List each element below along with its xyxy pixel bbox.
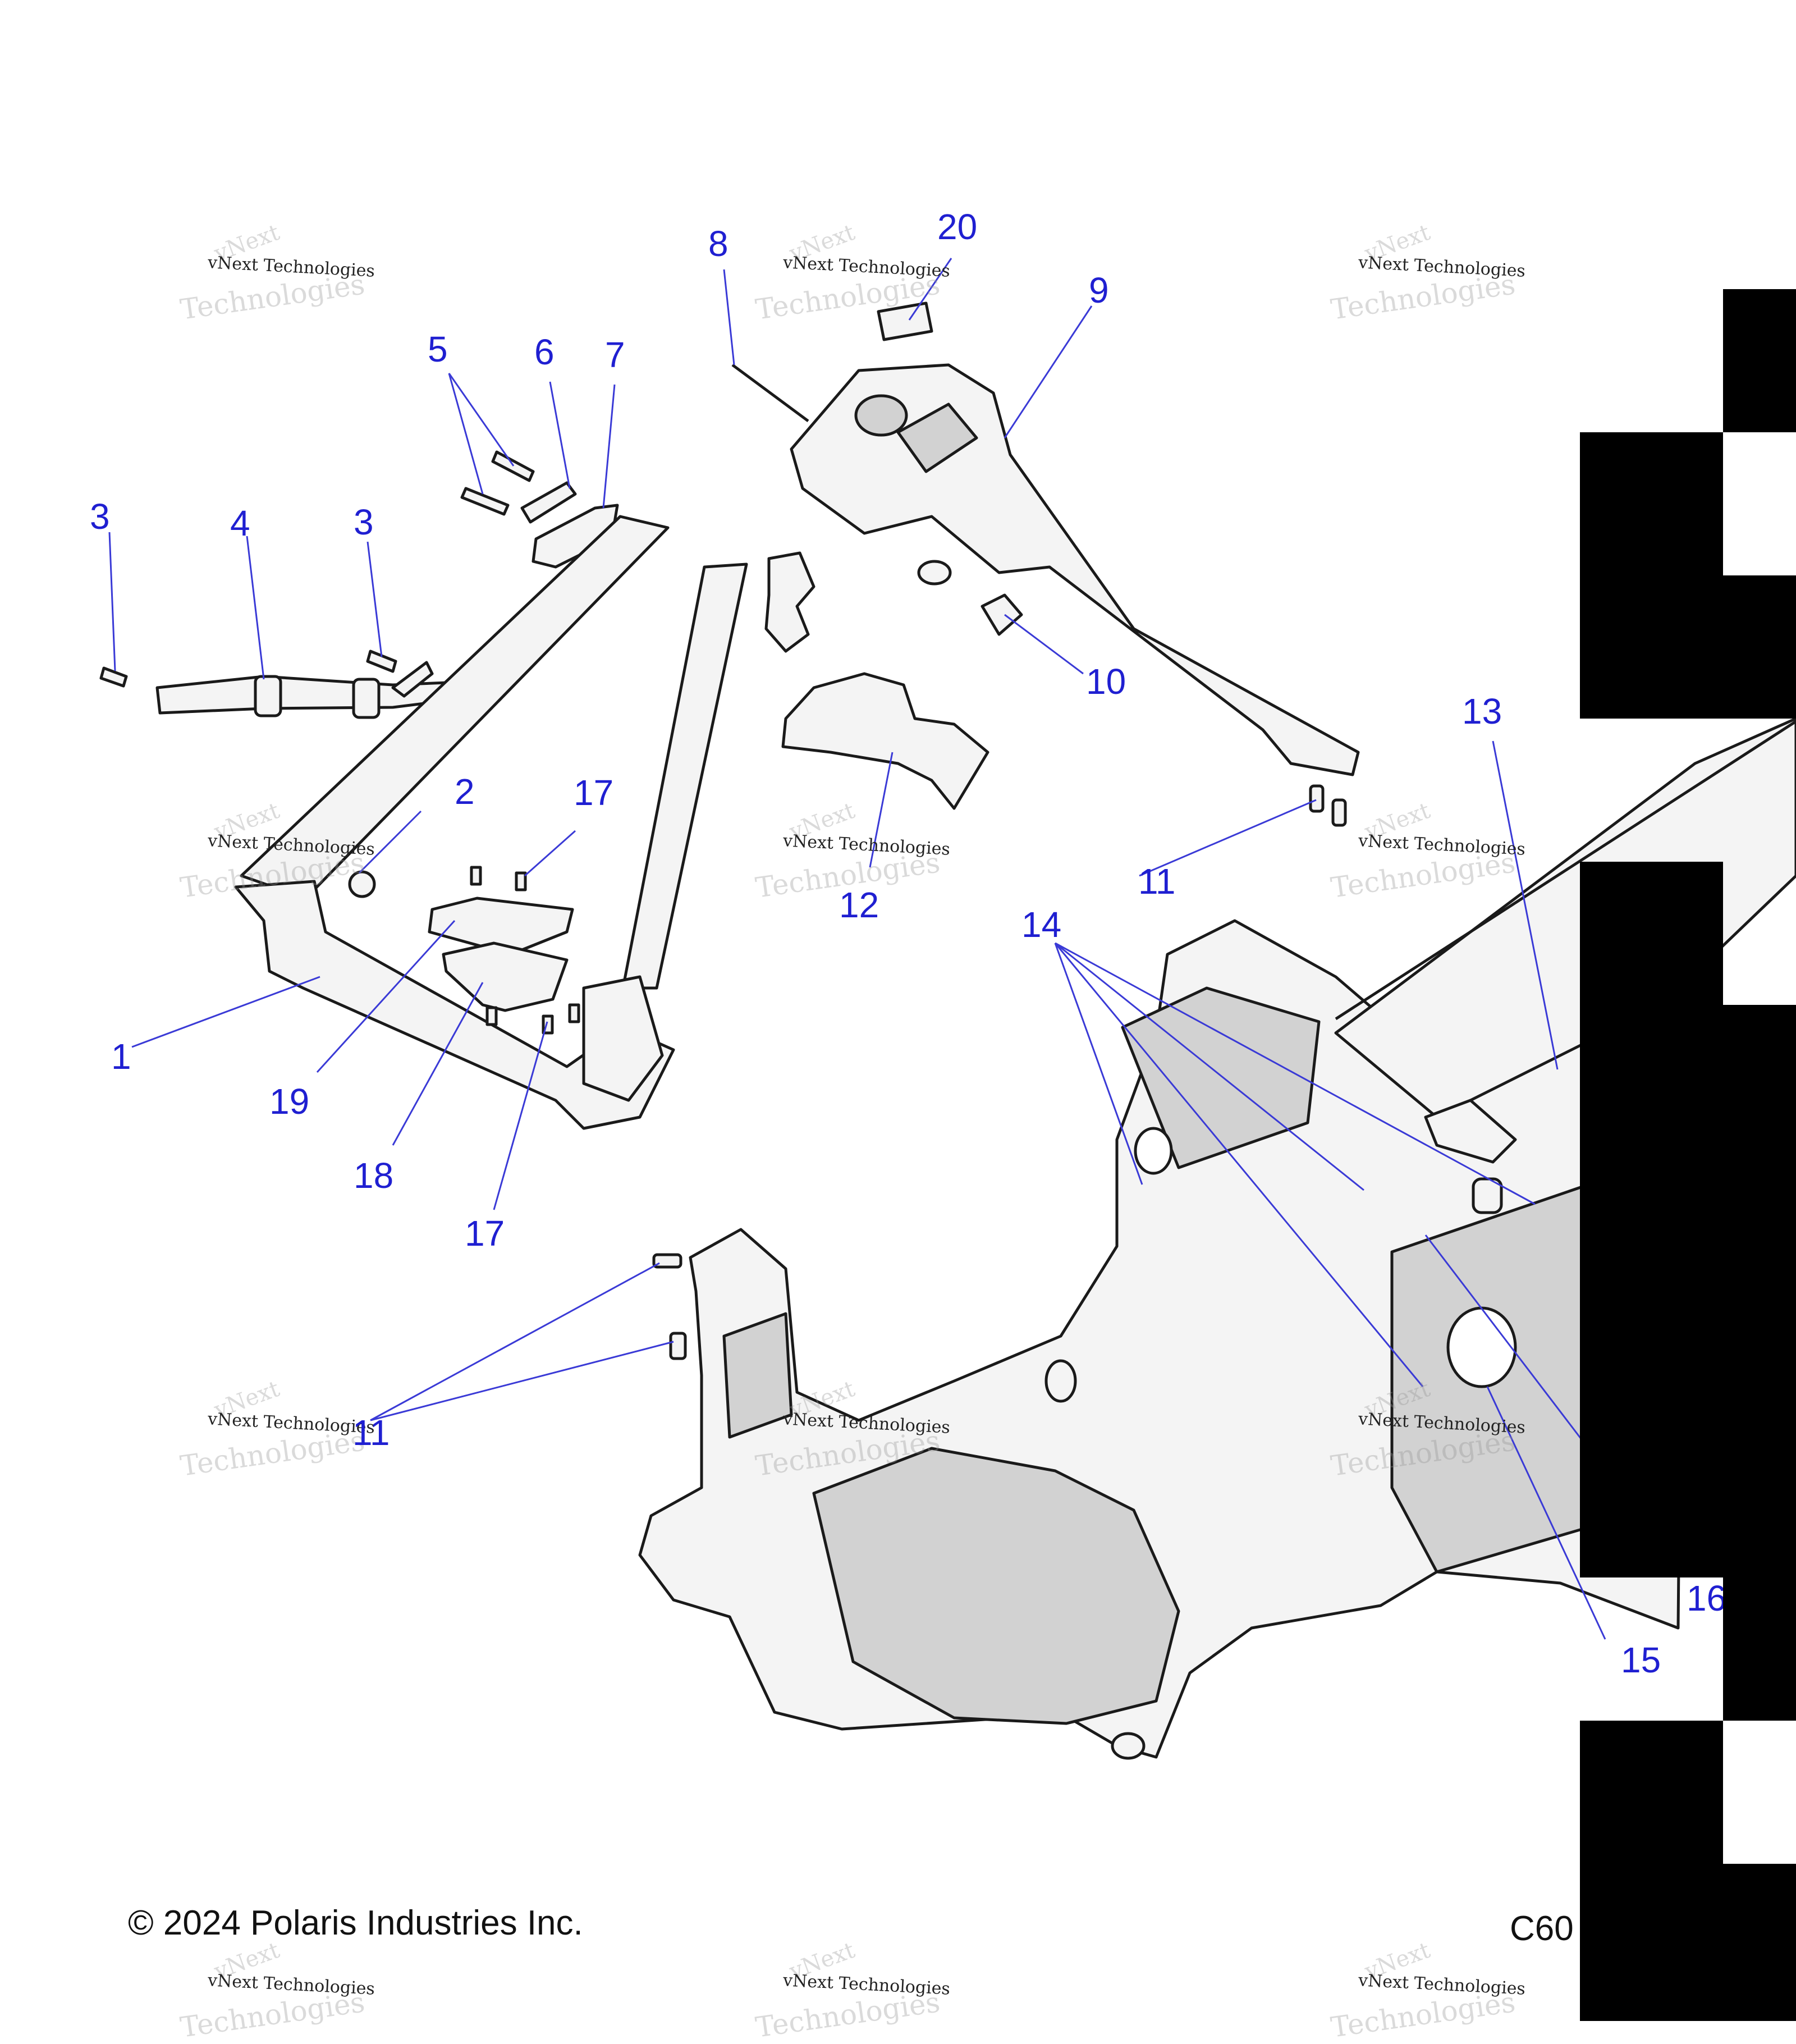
part-18-mount — [442, 941, 569, 1012]
part-4-sway-bar — [155, 661, 462, 719]
redaction-block — [1580, 432, 1723, 575]
callout-13: 13 — [1462, 691, 1502, 731]
part-13-rail — [1335, 720, 1796, 1021]
part-1-front-frame — [234, 515, 748, 1130]
watermark-9: vNext vNext Technologies Technologies — [1329, 1376, 1566, 1483]
redaction-block — [1580, 575, 1796, 719]
callout-11: 11 — [1138, 861, 1176, 902]
watermark-line3: Technologies — [1328, 846, 1518, 904]
watermark-4: vNext vNext Technologies Technologies — [178, 798, 415, 904]
main-chassis — [638, 919, 1685, 1760]
part-10-ring — [917, 560, 952, 586]
callout-14: 14 — [1021, 904, 1062, 945]
callout-3: 3 — [90, 496, 110, 537]
tube-clamps — [764, 551, 815, 653]
watermark-1: vNext vNext Technologies Technologies — [178, 220, 415, 326]
leader-lines — [108, 258, 1606, 1640]
watermark-line3: Technologies — [178, 268, 367, 326]
part-11-bolts — [652, 784, 1347, 1360]
callout-3: 3 — [354, 502, 374, 542]
watermark-line3: Technologies — [1328, 1424, 1518, 1483]
callout-8: 8 — [708, 223, 729, 264]
callout-6: 6 — [534, 332, 555, 372]
watermark-5: vNext vNext Technologies Technologies — [754, 798, 991, 904]
callout-17: 17 — [574, 772, 614, 813]
redaction-block — [1723, 1864, 1796, 2021]
part-16-bracket — [1424, 1099, 1517, 1164]
figure-code: C60 — [1510, 1909, 1574, 1948]
watermark-line3: Technologies — [178, 846, 367, 904]
watermark-line3: Technologies — [1328, 1986, 1518, 2044]
callout-4: 4 — [230, 503, 250, 543]
part-20-decal — [877, 301, 933, 341]
part-6-link — [520, 481, 577, 524]
callout-18: 18 — [354, 1155, 394, 1196]
callout-17: 17 — [465, 1213, 505, 1254]
watermark-10: vNext vNext Technologies Technologies — [178, 1937, 415, 2044]
watermark-line3: Technologies — [753, 1986, 942, 2044]
callout-12: 12 — [839, 885, 879, 925]
redaction-block — [1580, 862, 1723, 1005]
part-19-plate — [428, 897, 574, 956]
copyright-text: © 2024 Polaris Industries Inc. — [128, 1904, 583, 1942]
part-3-bolts — [99, 650, 397, 688]
callout-2: 2 — [455, 771, 475, 812]
callout-20: 20 — [937, 207, 978, 247]
callout-16: 16 — [1687, 1578, 1727, 1618]
callout-5: 5 — [428, 329, 448, 369]
redaction-block — [1580, 1005, 1796, 1577]
part-17-screws — [470, 866, 580, 1035]
callout-11: 11 — [352, 1412, 390, 1453]
redaction-block — [1580, 1721, 1723, 2021]
part-9-steering-post — [790, 363, 1360, 776]
part-10-clamp — [981, 593, 1023, 636]
redaction-block — [1723, 1577, 1796, 1721]
callout-1: 1 — [111, 1036, 131, 1077]
callout-7: 7 — [605, 335, 625, 375]
watermark-line3: Technologies — [753, 268, 942, 326]
callout-15: 15 — [1621, 1640, 1661, 1680]
callout-9: 9 — [1089, 270, 1109, 310]
watermark-line3: Technologies — [178, 1424, 367, 1483]
redaction-block — [1723, 289, 1796, 432]
watermark-3: vNext vNext Technologies Technologies — [1329, 220, 1566, 326]
watermark-line3: Technologies — [753, 1424, 942, 1483]
part-8-cable — [731, 363, 809, 423]
watermark-8: vNext vNext Technologies Technologies — [754, 1376, 991, 1483]
watermark-12: vNext vNext Technologies Technologies — [1329, 1937, 1566, 2044]
callout-19: 19 — [269, 1081, 310, 1122]
callout-10: 10 — [1086, 661, 1126, 702]
part-5-bolts — [460, 450, 535, 516]
watermark-6: vNext vNext Technologies Technologies — [1329, 798, 1566, 904]
watermark-line3: Technologies — [178, 1986, 367, 2044]
part-12-plate — [781, 672, 989, 810]
watermark-line3: Technologies — [1328, 268, 1518, 326]
watermark-11: vNext vNext Technologies Technologies — [754, 1937, 991, 2044]
